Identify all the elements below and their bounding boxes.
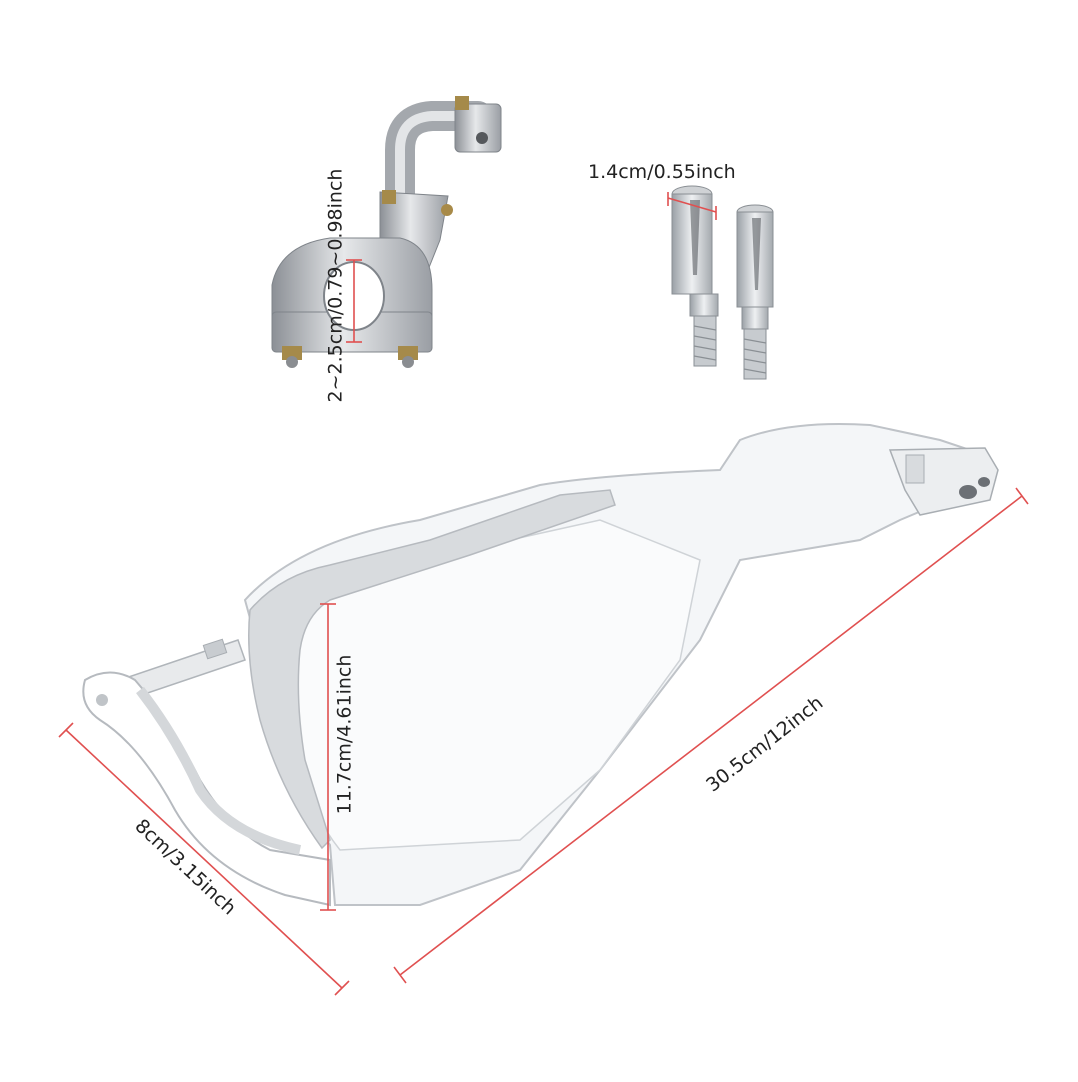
label-bolt-diameter: 1.4cm/0.55inch bbox=[588, 161, 736, 183]
dimension-line-length bbox=[399, 495, 1023, 976]
hand-guard bbox=[82, 423, 999, 907]
dimension-line-bolt bbox=[667, 197, 717, 213]
expansion-bolts bbox=[671, 185, 774, 380]
label-guard-height: 11.7cm/4.61inch bbox=[333, 654, 356, 815]
handlebar-clamp bbox=[271, 96, 502, 368]
dimension-line-width bbox=[65, 729, 343, 989]
dimension-lines bbox=[58, 192, 1029, 996]
label-clamp-diameter: 2~2.5cm/0.79~0.98inch bbox=[324, 168, 347, 403]
